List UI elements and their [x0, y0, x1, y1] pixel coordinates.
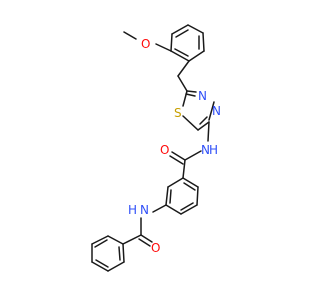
central-benzene-ring: [165, 177, 199, 215]
amide2-hydrogen-label: H: [128, 203, 137, 217]
thiadiazole-sulfur-label: S: [174, 106, 182, 120]
thiadiazole-ring: [182, 90, 215, 131]
amide1-oxygen-label: O: [160, 143, 169, 157]
amide2-oxygen-label: O: [151, 241, 160, 255]
amide1-hydrogen-label: H: [209, 143, 218, 157]
methoxy-methyl-bond: [123, 31, 137, 40]
structure-canvas: O N N S O N H H N O: [91, 24, 221, 272]
thiadiazole-n3-label: N: [198, 89, 207, 103]
amide1-nitrogen-label: N: [201, 143, 210, 157]
methoxy-ring-bond: [155, 43, 172, 52]
amide2-nitrogen-label: N: [140, 203, 149, 217]
amide-2: [122, 217, 153, 247]
thiadiazole-n4-label: N: [212, 104, 221, 118]
molecule-structure: O N N S O N H H N O: [91, 24, 221, 272]
ring-amide2-bond: [152, 204, 167, 213]
thiadiazole-amide-bond: [207, 121, 210, 142]
methylene-bridge: [177, 60, 190, 92]
terminal-phenyl-ring: [91, 235, 125, 272]
amide-1: [169, 150, 202, 179]
methoxy-oxygen-label: O: [141, 37, 150, 51]
methoxyphenyl-ring: [170, 24, 205, 62]
